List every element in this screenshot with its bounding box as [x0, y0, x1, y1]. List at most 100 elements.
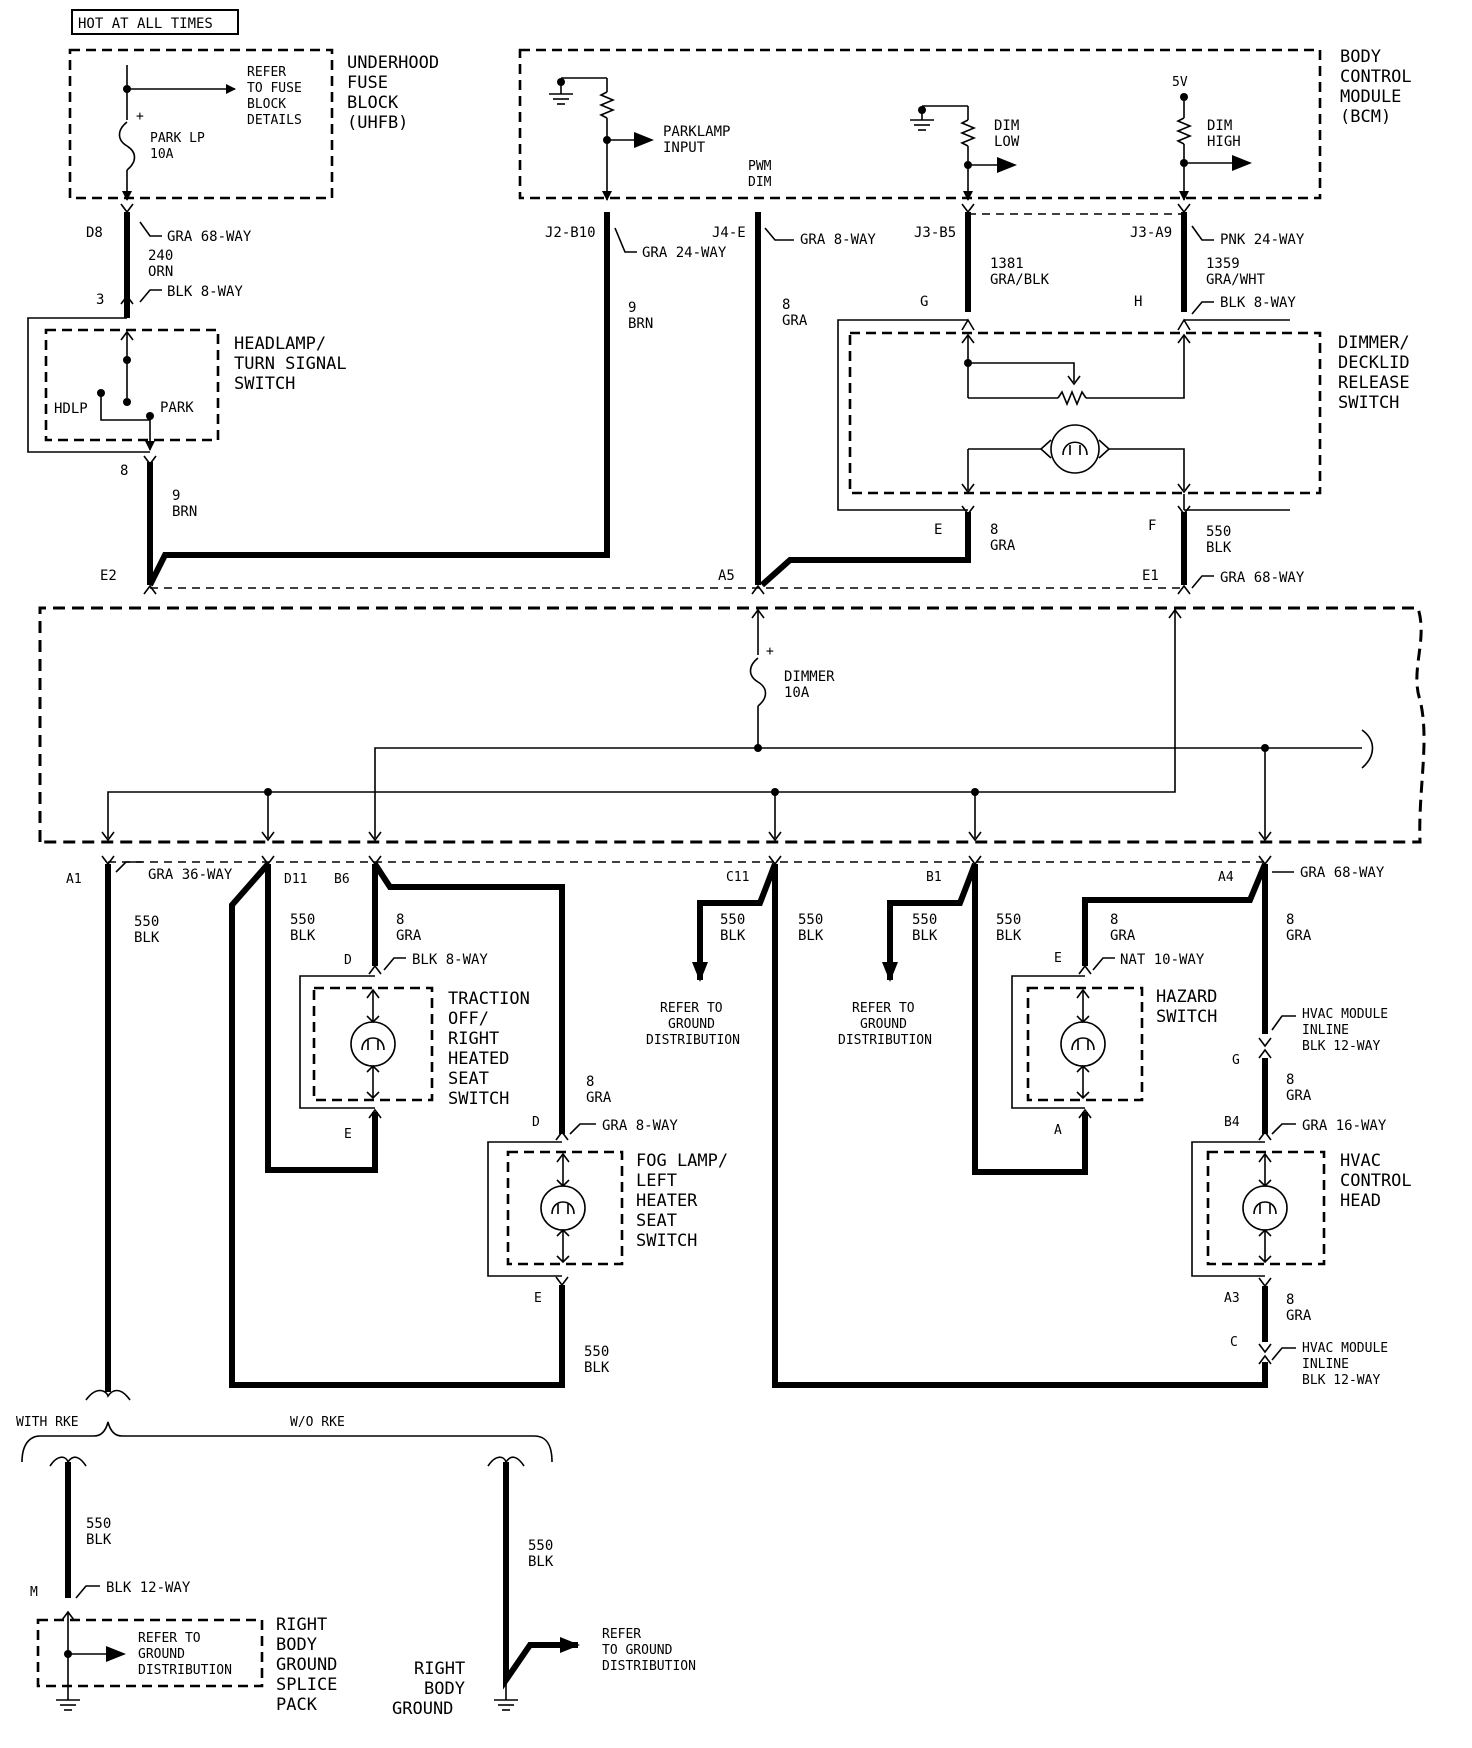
dim-low-label: LOW: [994, 134, 1020, 150]
wire-550-blk-label: 550: [912, 912, 937, 928]
wire-8-gra-label: GRA: [1286, 1308, 1312, 1324]
ground-distribution-ref: REFER TO: [852, 1001, 915, 1016]
headlamp-switch-title: HEADLAMP/: [234, 334, 326, 354]
lamp-bulb-icon: [540, 1185, 586, 1231]
dimmer-fuse: [749, 657, 767, 707]
wire-1381-label: GRA/BLK: [990, 272, 1050, 288]
traction-switch-title: HEATED: [448, 1049, 509, 1069]
resistor-icon: [598, 91, 616, 119]
bcm-title-line: MODULE: [1340, 87, 1401, 107]
connector-gra-68-way: GRA 68-WAY: [167, 229, 252, 245]
connector-c11: C11: [726, 870, 749, 885]
connector-pin-c: C: [1230, 1335, 1238, 1350]
uhfb-refer-line: DETAILS: [247, 113, 302, 128]
wire-1359-label: GRA/WHT: [1206, 272, 1266, 288]
connector-a3: A3: [1224, 1291, 1240, 1306]
lamp-bulb-icon: [350, 1021, 396, 1067]
connector-j3-b5: J3-B5: [914, 225, 956, 241]
wire-8-gra-label: GRA: [782, 313, 808, 329]
wire-550-blk-label: BLK: [798, 928, 824, 944]
wire-9-brn-label: BRN: [628, 316, 653, 332]
uhfb-refer-line: BLOCK: [247, 97, 286, 112]
dimmer-fuse-label: 10A: [784, 685, 810, 701]
pwm-dim-label: DIM: [748, 175, 772, 190]
bcm-title-line: CONTROL: [1340, 67, 1412, 87]
ground-distribution-ref: GROUND: [860, 1017, 907, 1032]
connector-b1: B1: [926, 870, 942, 885]
ground-distribution-ref: GROUND: [668, 1017, 715, 1032]
hvac-head-title: HVAC: [1340, 1151, 1381, 1171]
refer-ground-label: TO GROUND: [602, 1643, 673, 1658]
uhfb-title-line: (UHFB): [347, 113, 408, 133]
hvac-head-title: CONTROL: [1340, 1171, 1412, 1191]
rke-split: WITH RKE W/O RKE 550 BLK M BLK 12-WAY RE…: [16, 1415, 696, 1719]
connector-nat-10-way: NAT 10-WAY: [1120, 952, 1205, 968]
connector-gra-36-way: GRA 36-WAY: [148, 867, 233, 883]
c11-circuit: 550 BLK 550 BLK REFER TO GROUND DISTRIBU…: [646, 862, 1268, 1388]
wire-550-blk-fog-label: BLK: [584, 1360, 610, 1376]
connector-gra-68-way: GRA 68-WAY: [1300, 865, 1385, 881]
wire-550-blk-label: 550: [996, 912, 1021, 928]
bcm-title-line: BODY: [1340, 47, 1381, 67]
wire-8-gra-fog-label: GRA: [586, 1090, 612, 1106]
connector-gra-8-way: GRA 8-WAY: [602, 1118, 678, 1134]
park-lp-fuse-label: 10A: [150, 147, 174, 162]
splice-refer-label: GROUND: [138, 1647, 185, 1662]
connector-pin-e: E: [344, 1127, 352, 1142]
wire-1381-label: 1381: [990, 256, 1024, 272]
refer-ground-label: DISTRIBUTION: [602, 1659, 696, 1674]
wire-240-label: 240: [148, 248, 173, 264]
hazard-switch-title: HAZARD: [1156, 987, 1217, 1007]
fog-switch-title: LEFT: [636, 1171, 677, 1191]
connector-d8: D8: [86, 225, 103, 241]
parklamp-input-label: INPUT: [663, 140, 706, 156]
fog-switch-title: SEAT: [636, 1211, 677, 1231]
uhfb-fuse-plus: +: [136, 109, 144, 124]
wire-550-blk-label: BLK: [528, 1554, 554, 1570]
right-body-ground-title: GROUND: [392, 1699, 453, 1719]
connector-pin-a: A: [1054, 1123, 1062, 1138]
wire-8-gra-dim-label: 8: [990, 522, 998, 538]
connector-gra-68-way: GRA 68-WAY: [1220, 570, 1305, 586]
wire-8-gra-label: GRA: [396, 928, 422, 944]
underhood-fuse-block: UNDERHOOD FUSE BLOCK (UHFB) REFER TO FUS…: [68, 48, 439, 201]
connector-pin-e: E: [1054, 951, 1062, 966]
connector-a1: A1: [66, 872, 82, 887]
hot-at-all-times-label: HOT AT ALL TIMES: [71, 9, 239, 35]
wire-8-gra-label: 8: [1110, 912, 1118, 928]
splice-refer-label: DISTRIBUTION: [138, 1663, 232, 1678]
connector-a5: A5: [718, 568, 735, 584]
dimmer-switch-title: SWITCH: [1338, 393, 1399, 413]
connector-pin-f: F: [1148, 518, 1156, 534]
connector-pin-m: M: [30, 1585, 38, 1600]
traction-switch-title: SWITCH: [448, 1089, 509, 1109]
dimmer-switch-title: RELEASE: [1338, 373, 1410, 393]
wire-550-blk-label: 550: [528, 1538, 553, 1554]
splice-pack-title: RIGHT: [276, 1615, 327, 1635]
hdlp-label: HDLP: [54, 401, 88, 417]
wire-a1: 550 BLK: [85, 864, 160, 1401]
wire-9-brn-label: 9: [628, 300, 636, 316]
wire-550-blk-label: BLK: [996, 928, 1022, 944]
ground-symbol-icon: [549, 78, 573, 105]
refer-ground-label: REFER: [602, 1627, 641, 1642]
right-body-ground-title: BODY: [424, 1679, 465, 1699]
ground-symbol-icon: [494, 1699, 518, 1711]
uhfb-title-line: FUSE: [347, 73, 388, 93]
headlamp-switch-title: TURN SIGNAL: [234, 354, 347, 374]
fog-switch-title: FOG LAMP/: [636, 1151, 728, 1171]
connector-b6: B6: [334, 872, 350, 887]
hvac-inline-label: HVAC MODULE: [1302, 1007, 1388, 1022]
wire-8-gra-label: GRA: [1286, 1088, 1312, 1104]
hazard-switch-title: SWITCH: [1156, 1007, 1217, 1027]
wire-1359-label: 1359: [1206, 256, 1240, 272]
wire-550-blk-label: BLK: [912, 928, 938, 944]
wire-550-blk-label: BLK: [290, 928, 316, 944]
bcm-title-line: (BCM): [1340, 107, 1391, 127]
lamp-bulb-icon: [1050, 424, 1100, 474]
wire-8-gra-label: 8: [396, 912, 404, 928]
uhfb-refer-line: TO FUSE: [247, 81, 302, 96]
dimmer-fuse-plus: +: [766, 644, 774, 659]
hot-label-text: HOT AT ALL TIMES: [78, 16, 213, 32]
connector-b4: B4: [1224, 1115, 1240, 1130]
